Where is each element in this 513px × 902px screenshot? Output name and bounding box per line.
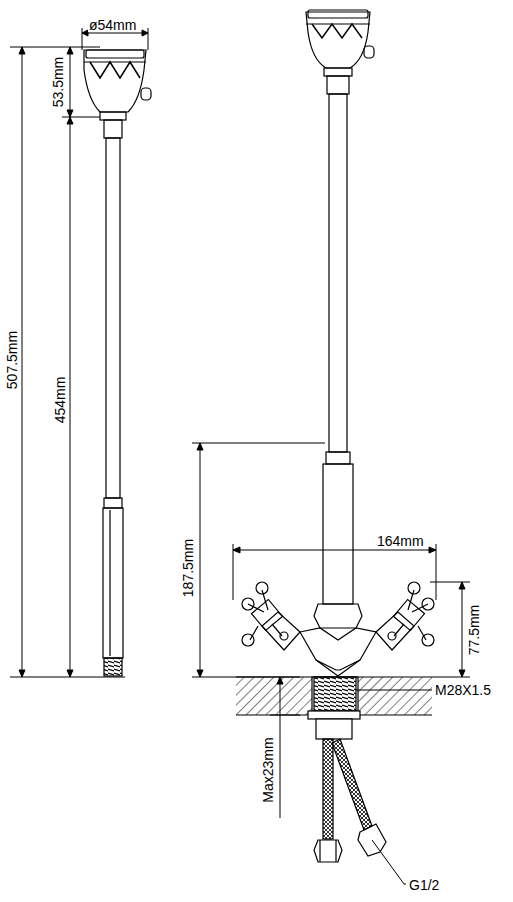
faucet <box>242 10 434 676</box>
length-dimension: 507.5mm <box>5 330 19 390</box>
length-dimension: 454mm <box>53 376 67 425</box>
dimension-lines <box>192 443 470 884</box>
connection-size: G1/2 <box>408 878 440 892</box>
deck-hatch <box>236 677 432 715</box>
depth-dimension: Max23mm <box>261 736 275 803</box>
diameter-dimension: ø54mm <box>88 18 137 32</box>
thread-size: M28X1.5 <box>434 683 492 697</box>
height-dimension: 53.5mm <box>51 56 65 109</box>
height-dimension: 187.5mm <box>181 538 195 598</box>
supply-hose <box>323 739 333 839</box>
thread-shank <box>314 677 356 711</box>
dimension-lines <box>10 28 148 677</box>
supply-hose <box>332 739 372 830</box>
height-dimension: 77.5mm <box>467 604 481 657</box>
sprayer <box>84 50 151 676</box>
width-dimension: 164mm <box>376 534 425 548</box>
